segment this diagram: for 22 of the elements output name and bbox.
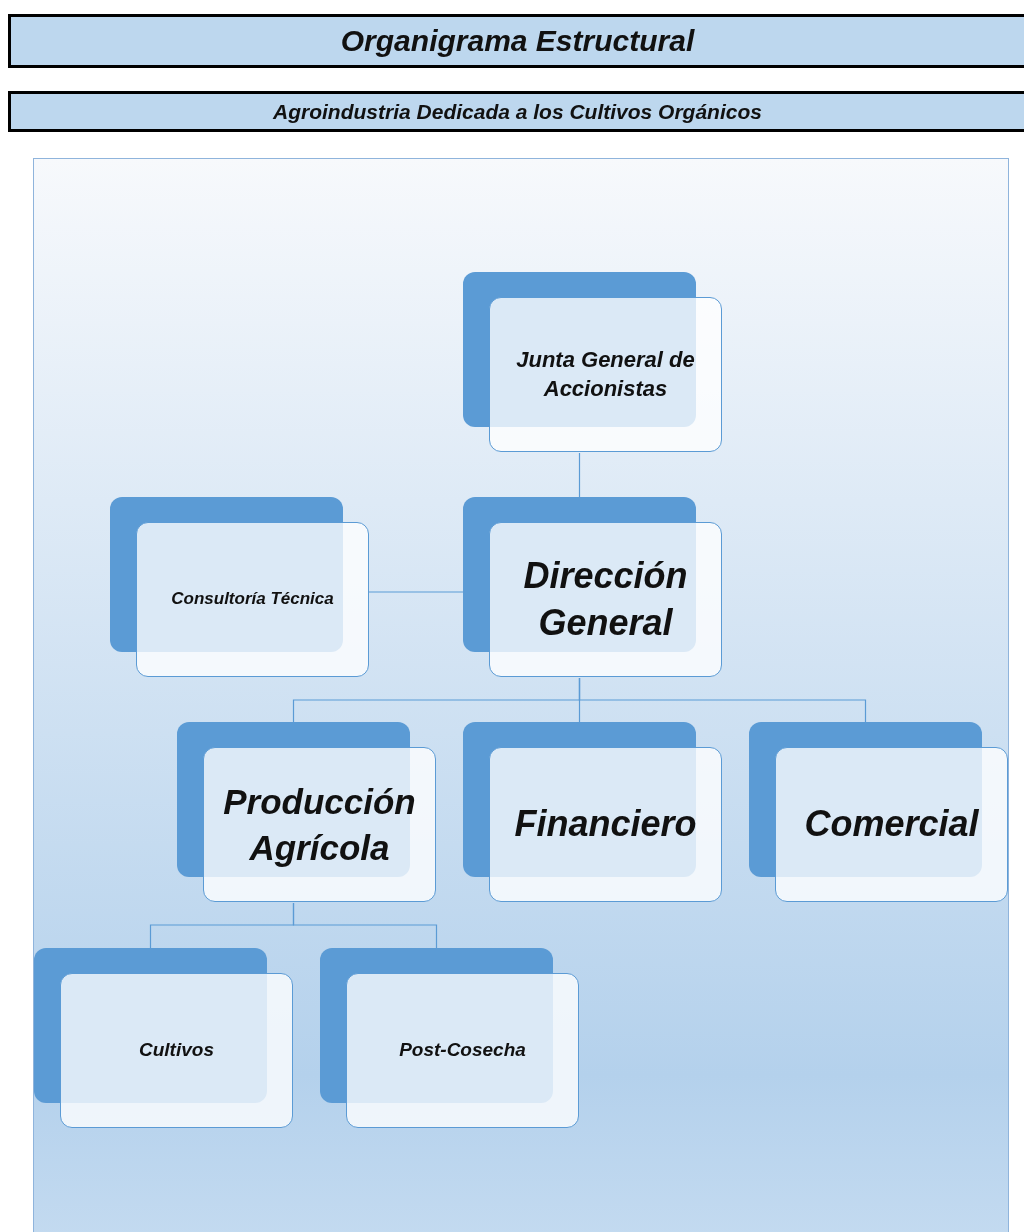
box-label: Post-Cosecha — [399, 1038, 526, 1063]
title-bar: Organigrama Estructural — [8, 14, 1024, 68]
box-label: Consultoría Técnica — [171, 588, 334, 611]
box-label: Dirección General — [522, 553, 689, 645]
connector-line — [368, 591, 464, 593]
org-card — [110, 497, 369, 678]
org-card — [34, 948, 293, 1129]
subtitle-bar: Agroindustria Dedicada a los Cultivos Orgánicos — [8, 91, 1024, 132]
org-card — [463, 497, 722, 678]
box-label: Junta General de Accionistas — [515, 345, 696, 403]
box-label: Producción Agrícola — [222, 781, 417, 869]
box-label: Cultivos — [139, 1038, 214, 1063]
connector-line — [578, 677, 867, 723]
box-label: Financiero — [514, 802, 697, 847]
org-card — [749, 722, 1008, 903]
org-card — [320, 948, 579, 1129]
connector-line — [292, 902, 438, 949]
org-card — [177, 722, 436, 903]
box-label: Comercial — [804, 802, 979, 847]
org-card — [463, 272, 722, 453]
org-card — [463, 722, 722, 903]
connector-line — [578, 452, 581, 498]
